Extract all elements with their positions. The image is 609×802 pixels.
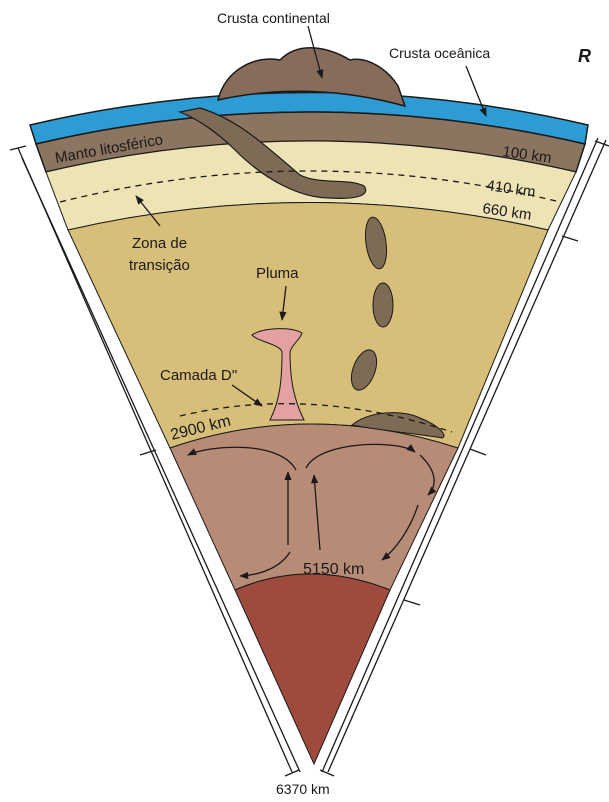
transition-zone-label-line2: transição [129,257,190,274]
depth-6370-label: 6370 km [276,781,330,797]
corner-mark: R [578,46,591,66]
slab-fragment [373,283,393,327]
transition-zone-label-line1: Zona de [132,235,187,252]
plume-label: Pluma [256,265,299,282]
depth-5150-label: 5150 km [303,561,364,578]
d-layer-label: Camada D'' [160,367,238,384]
oceanic-crust-label: Crusta oceânica [389,45,490,61]
continental-crust-label: Crusta continental [217,10,330,26]
